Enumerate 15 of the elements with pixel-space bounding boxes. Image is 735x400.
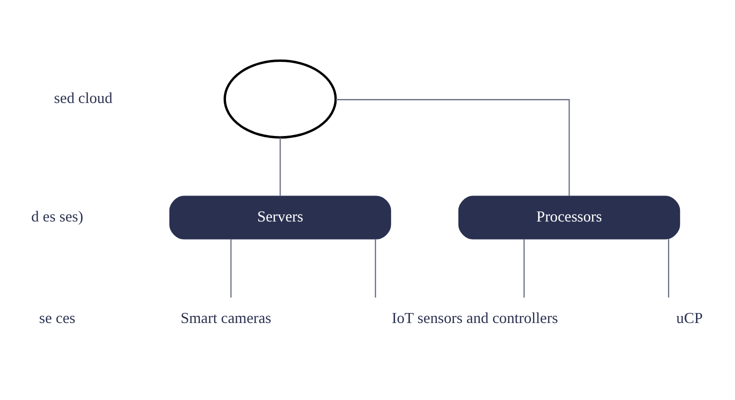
connector: [524, 238, 525, 298]
label: d es ses): [31, 208, 84, 226]
connector: [374, 238, 376, 298]
label: se ces: [39, 310, 76, 327]
node-text: IoT sensors and controllers: [392, 310, 558, 327]
connector: [668, 238, 670, 298]
node-text: Smart cameras: [180, 310, 272, 327]
connector: [230, 238, 232, 298]
node-cloud: [224, 59, 337, 138]
node-box: Processors: [458, 195, 680, 239]
label: sed cloud: [54, 90, 112, 107]
connector: [336, 98, 570, 196]
node-box: Servers: [169, 195, 392, 239]
node-text: uCP: [676, 310, 703, 327]
connector: [280, 137, 281, 196]
